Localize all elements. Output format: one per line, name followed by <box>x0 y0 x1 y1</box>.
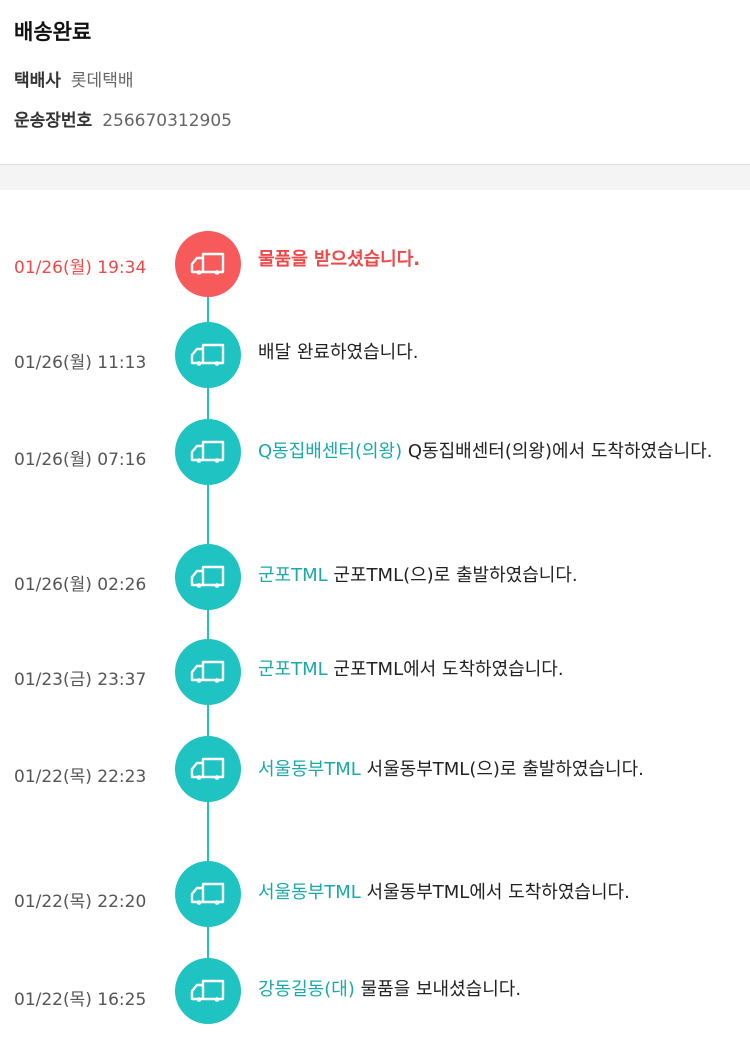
event-message: 서울동부TML 서울동부TML(으)로 출발하였습니다. <box>258 756 728 783</box>
event-message: 군포TML 군포TML에서 도착하였습니다. <box>258 656 738 683</box>
event-message: 군포TML 군포TML(으)로 출발하였습니다. <box>258 562 738 589</box>
event-detail: 서울동부TML에서 도착하였습니다. <box>366 882 630 903</box>
event-detail: Q동집배센터(의왕)에서 도착하였습니다. <box>407 441 713 462</box>
tracking-label: 운송장번호 <box>14 111 93 131</box>
timeline-line <box>207 264 209 994</box>
truck-icon <box>175 736 241 802</box>
event-message: 물품을 받으셨습니다. <box>258 249 421 270</box>
event-time: 01/23(금) 23:37 <box>14 670 147 690</box>
event-location: 강동길동(대) <box>258 979 355 1000</box>
event-message: 배달 완료하였습니다. <box>258 342 419 363</box>
courier-label: 택배사 <box>14 71 61 91</box>
event-message: 서울동부TML 서울동부TML에서 도착하였습니다. <box>258 879 748 906</box>
truck-icon <box>175 958 241 1024</box>
delivery-header: 배송완료 택배사 롯데택배 운송장번호 256670312905 <box>0 0 750 164</box>
courier-value: 롯데택배 <box>70 71 134 91</box>
event-time: 01/26(월) 07:16 <box>14 450 147 470</box>
event-detail: 서울동부TML(으)로 출발하였습니다. <box>366 759 644 780</box>
truck-icon <box>175 231 241 297</box>
courier-row: 택배사 롯데택배 <box>14 66 133 91</box>
event-location: 서울동부TML <box>258 882 361 903</box>
tracking-number: 256670312905 <box>102 111 232 131</box>
truck-icon <box>175 861 241 927</box>
header-divider <box>0 164 750 165</box>
event-time: 01/22(목) 16:25 <box>14 990 147 1010</box>
event-time: 01/26(월) 11:13 <box>14 353 147 373</box>
event-detail: 군포TML에서 도착하였습니다. <box>333 659 564 680</box>
event-message: 강동길동(대) 물품을 보내셨습니다. <box>258 976 738 1003</box>
truck-icon <box>175 544 241 610</box>
truck-icon <box>175 639 241 705</box>
section-separator <box>0 165 750 190</box>
event-location: 군포TML <box>258 659 328 680</box>
event-location: Q동집배센터(의왕) <box>258 441 403 462</box>
event-detail: 물품을 보내셨습니다. <box>360 979 522 1000</box>
event-time: 01/26(월) 19:34 <box>14 258 147 278</box>
event-time: 01/22(목) 22:23 <box>14 767 147 787</box>
tracking-row: 운송장번호 256670312905 <box>14 106 232 131</box>
truck-icon <box>175 419 241 485</box>
event-message: Q동집배센터(의왕) Q동집배센터(의왕)에서 도착하였습니다. <box>258 438 738 465</box>
truck-icon <box>175 322 241 388</box>
event-time: 01/22(목) 22:20 <box>14 892 147 912</box>
event-location: 군포TML <box>258 565 328 586</box>
event-detail: 군포TML(으)로 출발하였습니다. <box>333 565 578 586</box>
event-time: 01/26(월) 02:26 <box>14 575 147 595</box>
delivery-status: 배송완료 <box>14 20 92 44</box>
event-location: 서울동부TML <box>258 759 361 780</box>
